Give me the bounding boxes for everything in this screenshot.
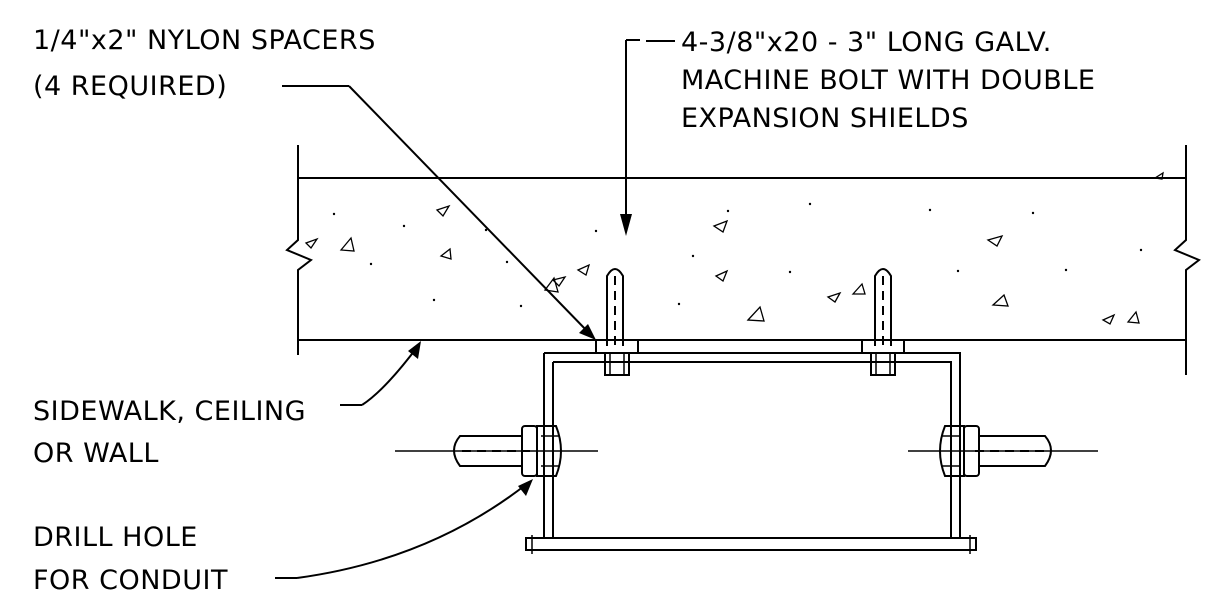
bolt-label-line2: MACHINE BOLT WITH DOUBLE (681, 65, 1095, 96)
concrete-slab (285, 145, 1201, 375)
leader-surface (340, 341, 421, 406)
anchor-bolt-left (595, 268, 639, 376)
bracket-bottom-plate (525, 537, 977, 551)
surface-label-line2: OR WALL (33, 438, 159, 469)
drill-arrowhead (518, 479, 533, 496)
surface-arrowhead (408, 341, 421, 359)
slab-right-break-line (1173, 145, 1201, 375)
bolt-label-line3: EXPANSION SHIELDS (681, 103, 969, 134)
leader-drill (275, 479, 533, 579)
spacers-arrowhead (579, 324, 596, 340)
drill-label-line1: DRILL HOLE (33, 522, 198, 553)
leader-bolt (620, 39, 675, 236)
channel-bracket (525, 352, 977, 554)
bolt-arrowhead (620, 214, 632, 236)
leader-spacers (282, 85, 596, 340)
anchor-bolt-right (861, 268, 905, 376)
conduit-left (395, 425, 598, 477)
bolt-label-line1: 4-3/8"x20 - 3" LONG GALV. (681, 27, 1052, 58)
slab-left-break-line (285, 145, 313, 355)
drill-label-line2: FOR CONDUIT (33, 565, 228, 596)
spacers-label-line1: 1/4"x2" NYLON SPACERS (33, 25, 376, 56)
conduit-right (908, 425, 1098, 477)
spacers-label-line2: (4 REQUIRED) (33, 71, 227, 102)
concrete-aggregate-symbols (304, 171, 1164, 325)
surface-label-line1: SIDEWALK, CEILING (33, 396, 306, 427)
